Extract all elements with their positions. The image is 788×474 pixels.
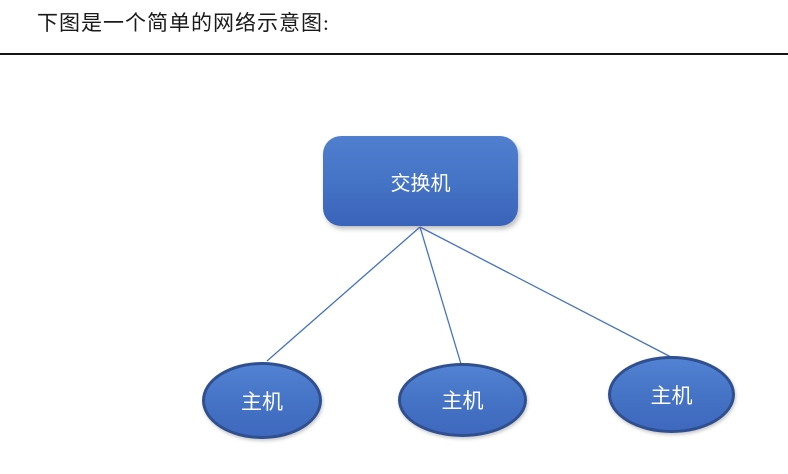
switch-node: 交换机 xyxy=(323,136,518,226)
host-node-2: 主机 xyxy=(398,363,527,437)
host-node-1-label: 主机 xyxy=(241,390,283,414)
connector-line-switch-host-1 xyxy=(266,226,421,362)
host-node-1: 主机 xyxy=(202,362,322,439)
host-node-3: 主机 xyxy=(608,356,735,433)
switch-node-label: 交换机 xyxy=(390,172,451,195)
connector-line-switch-host-2 xyxy=(419,226,462,365)
host-node-3-label: 主机 xyxy=(650,384,693,408)
connector-line-switch-host-3 xyxy=(419,226,672,358)
caption-text: 下图是一个简单的网络示意图: xyxy=(37,11,330,35)
horizontal-rule xyxy=(0,53,788,55)
host-node-2-label: 主机 xyxy=(441,390,484,413)
